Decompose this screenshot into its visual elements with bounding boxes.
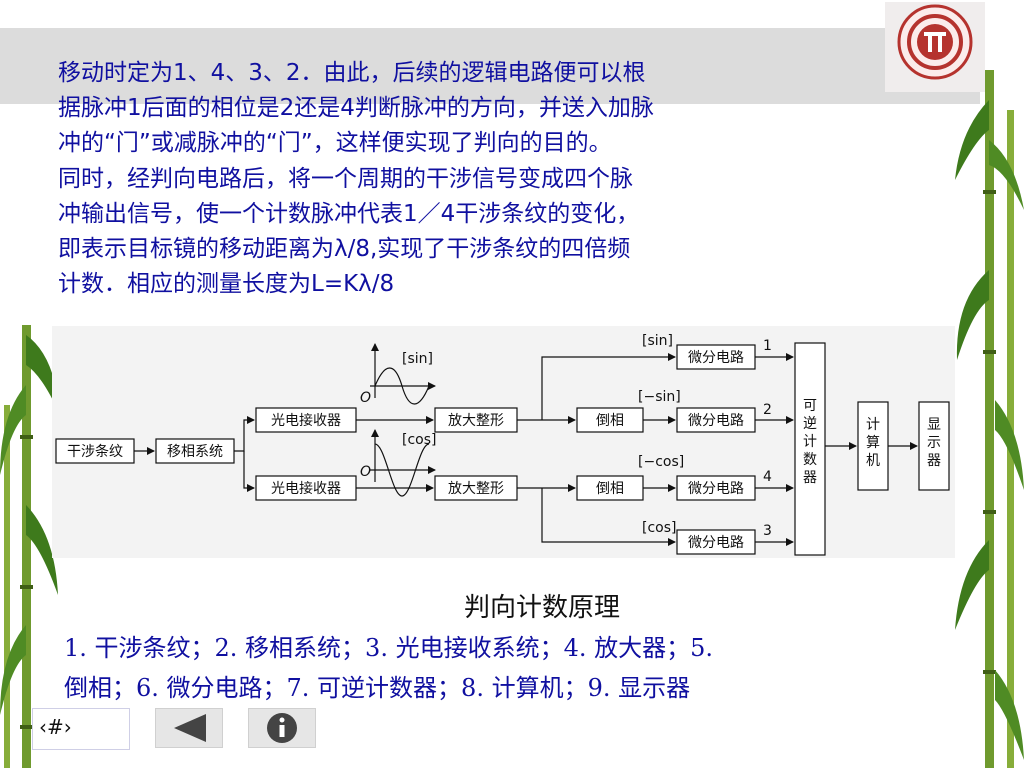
block-differentiator-3 [676, 529, 756, 555]
triangle-left-icon [174, 714, 206, 742]
info-icon [267, 713, 297, 743]
signal-label-cos: [cos] [402, 432, 436, 448]
label-inverter-bottom: 倒相 [596, 481, 624, 497]
block-phase-shift-system [155, 438, 235, 464]
block-reversible-counter [794, 342, 826, 556]
block-amplifier-top [434, 407, 518, 433]
wire-sin-branch [541, 353, 676, 420]
label-differentiator-1: 微分电路 [688, 350, 744, 366]
slide-number: ‹#› [32, 708, 130, 750]
label-inverter-top: 倒相 [596, 413, 624, 429]
label-photo-receiver-top: 光电接收器 [271, 412, 341, 429]
signal-label-neg-sin: [−sin] [638, 389, 681, 405]
label-differentiator-3: 微分电路 [688, 535, 744, 551]
bamboo-decoration-left [0, 325, 60, 768]
label-computer-char: 机 [866, 453, 880, 469]
label-computer-char: 计 [866, 417, 880, 433]
label-counter-char: 器 [803, 470, 817, 486]
label-differentiator-4: 微分电路 [688, 481, 744, 497]
label-counter-char: 数 [803, 452, 817, 468]
label-display-char: 示 [927, 435, 941, 451]
bamboo-decoration-right [955, 70, 1024, 768]
info-button[interactable] [248, 708, 316, 748]
channel-number: 2 [763, 402, 772, 418]
signal-label-neg-cos: [−cos] [638, 454, 684, 470]
diagram-caption: 判向计数原理 [463, 593, 620, 623]
label-display-char: 显 [927, 417, 941, 433]
block-inverter-bottom [576, 475, 644, 501]
legend-text: 1. 干涉条纹；2. 移相系统；3. 光电接收系统；4. 放大器；5. 倒相；6… [64, 628, 954, 708]
paragraph-line: 计数．相应的测量长度为L=Kλ/8 [58, 271, 395, 298]
paragraph-line: 移动时定为1、4、3、2．由此，后续的逻辑电路便可以根 [58, 60, 646, 86]
signal-label-cos-out: [cos] [642, 520, 676, 536]
channel-number: 1 [763, 338, 772, 354]
header-band [0, 28, 980, 104]
block-display [918, 401, 950, 491]
block-differentiator-4 [676, 475, 756, 501]
block-amplifier-bottom [434, 475, 518, 501]
wire-phase-to-receiver-bottom [243, 451, 255, 492]
legend-line: 倒相；6. 微分电路；7. 可逆计数器；8. 计算机；9. 显示器 [64, 674, 691, 702]
paragraph-line: 冲输出信号，使一个计数脉冲代表1／4干涉条纹的变化， [58, 200, 640, 227]
wave-sin [374, 367, 430, 405]
block-diagram: 干涉条纹 移相系统 光电接收器 光电接收器 放大整形 放大整形 倒相 倒相 微分… [55, 333, 950, 556]
label-interference-fringe: 干涉条纹 [67, 443, 123, 460]
block-photo-receiver-top [255, 407, 357, 433]
axis-origin-top: O [360, 390, 371, 406]
signal-label-sin: [sin] [402, 351, 433, 367]
back-button[interactable] [155, 708, 223, 748]
body-paragraph: 移动时定为1、4、3、2．由此，后续的逻辑电路便可以根 据脉冲1后面的相位是2还… [58, 56, 938, 328]
label-amplifier-bottom: 放大整形 [448, 481, 504, 497]
label-counter-char: 可 [803, 398, 817, 414]
wave-cos [374, 443, 430, 497]
label-counter-char: 逆 [803, 416, 817, 432]
paragraph-line: 冲的“门”或减脉冲的“门”，这样便实现了判向的目的。 [58, 130, 612, 157]
channel-number: 4 [763, 469, 772, 485]
label-amplifier-top: 放大整形 [448, 413, 504, 429]
wire-cos-branch [541, 488, 676, 546]
legend-line: 1. 干涉条纹；2. 移相系统；3. 光电接收系统；4. 放大器；5. [64, 634, 714, 662]
label-computer-char: 算 [866, 435, 880, 451]
label-counter-char: 计 [803, 434, 817, 450]
axis-origin-bottom: O [360, 464, 371, 480]
block-differentiator-1 [676, 344, 756, 370]
block-differentiator-2 [676, 407, 756, 433]
wire-phase-to-receiver-top [234, 416, 255, 452]
block-photo-receiver-bottom [255, 475, 357, 501]
channel-number: 3 [763, 523, 772, 539]
label-phase-shift-system: 移相系统 [167, 444, 223, 460]
label-display-char: 器 [927, 453, 941, 469]
paragraph-line: 即表示目标镜的移动距离为λ/8,实现了干涉条纹的四倍频 [58, 236, 631, 263]
paragraph-line: 据脉冲1后面的相位是2还是4判断脉冲的方向，并送入加脉 [58, 95, 654, 122]
label-differentiator-2: 微分电路 [688, 413, 744, 429]
signal-label-sin-out: [sin] [642, 333, 673, 349]
label-photo-receiver-bottom: 光电接收器 [271, 480, 341, 497]
seal-icon [897, 4, 973, 80]
direction-counting-diagram: 干涉条纹 移相系统 光电接收器 光电接收器 放大整形 放大整形 倒相 倒相 微分… [52, 326, 955, 558]
university-logo [885, 2, 985, 92]
paragraph-line: 同时，经判向电路后，将一个周期的干涉信号变成四个脉 [58, 165, 633, 192]
block-inverter-top [576, 407, 644, 433]
